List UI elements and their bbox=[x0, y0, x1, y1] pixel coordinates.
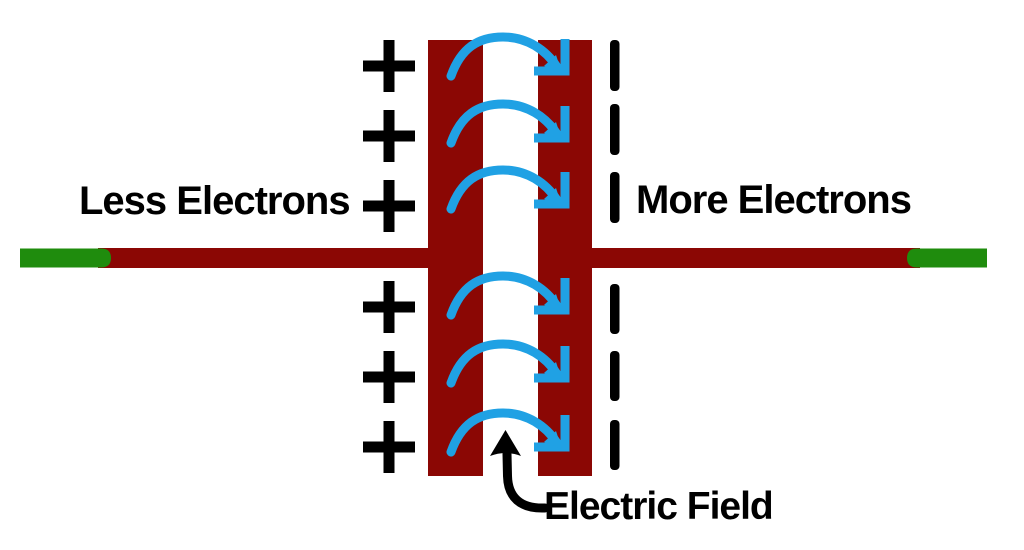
capacitor-plate-right bbox=[538, 40, 592, 476]
more-electrons-label: More Electrons bbox=[636, 178, 912, 222]
plus-sign bbox=[363, 351, 415, 403]
minus-dash bbox=[610, 351, 620, 401]
plus-sign bbox=[363, 281, 415, 333]
minus-dash bbox=[610, 104, 620, 155]
circuit-wire bbox=[20, 248, 987, 268]
electric-field-label: Electric Field bbox=[544, 485, 774, 528]
plus-charges bbox=[363, 40, 415, 473]
wire-left-segment bbox=[98, 248, 428, 268]
wire-right-segment bbox=[592, 248, 920, 268]
minus-dash bbox=[610, 284, 620, 334]
plus-sign bbox=[363, 110, 415, 162]
pointer-arrowhead bbox=[490, 430, 521, 456]
minus-charges bbox=[610, 40, 620, 470]
minus-dash bbox=[610, 172, 620, 223]
left-terminal bbox=[20, 248, 111, 268]
pointer-shaft bbox=[502, 449, 550, 513]
plus-sign bbox=[363, 180, 415, 232]
right-terminal bbox=[907, 248, 987, 268]
plus-sign bbox=[363, 421, 415, 473]
minus-dash bbox=[610, 420, 620, 470]
minus-dash bbox=[610, 40, 620, 91]
less-electrons-label: Less Electrons bbox=[79, 179, 351, 223]
plus-sign bbox=[363, 40, 415, 92]
capacitor-plate-left bbox=[428, 40, 483, 476]
electric-field-pointer bbox=[490, 430, 550, 513]
